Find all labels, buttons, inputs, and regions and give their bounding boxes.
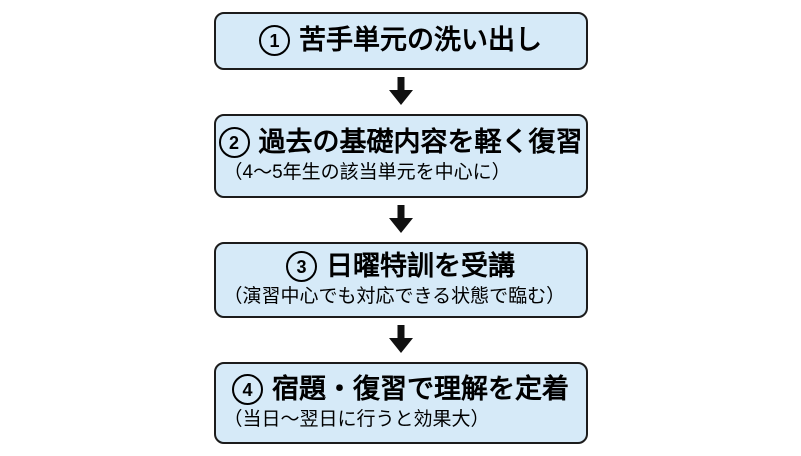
step-title-row: 1 苦手単元の洗い出し xyxy=(216,25,586,57)
step-title: 宿題・復習で理解を定着 xyxy=(272,374,569,405)
down-arrow-icon xyxy=(388,77,413,105)
step-box-2: 2 過去の基礎内容を軽く復習 （4～5年生の該当単元を中心に） xyxy=(213,114,588,198)
step-subtitle: （4～5年生の該当単元を中心に） xyxy=(223,162,511,184)
down-arrow-icon xyxy=(388,205,413,233)
circled-number-icon: 1 xyxy=(259,25,290,57)
step-title-row: 4 宿題・復習で理解を定着 xyxy=(216,374,586,406)
step-title: 過去の基礎内容を軽く復習 xyxy=(258,127,583,158)
step-subtitle: （演習中心でも対応できる状態で臨む） xyxy=(223,286,566,308)
circled-number-icon: 3 xyxy=(286,251,317,283)
step-box-1: 1 苦手単元の洗い出し xyxy=(213,12,588,70)
step-title-row: 3 日曜特訓を受講 xyxy=(216,251,586,283)
step-title: 日曜特訓を受講 xyxy=(326,251,515,282)
step-title-row: 2 過去の基礎内容を軽く復習 xyxy=(216,127,586,159)
circled-number-icon: 4 xyxy=(232,374,263,406)
circled-number-icon: 2 xyxy=(218,127,250,159)
study-flowchart: 1 苦手単元の洗い出し 2 過去の基礎内容を軽く復習 （4～5年生の該当単元を中… xyxy=(213,0,588,444)
step-subtitle: （当日～翌日に行うと効果大） xyxy=(223,409,490,431)
down-arrow-icon xyxy=(388,325,413,353)
step-title: 苦手単元の洗い出し xyxy=(299,25,542,56)
step-box-3: 3 日曜特訓を受講 （演習中心でも対応できる状態で臨む） xyxy=(213,242,588,318)
step-box-4: 4 宿題・復習で理解を定着 （当日～翌日に行うと効果大） xyxy=(213,362,588,444)
